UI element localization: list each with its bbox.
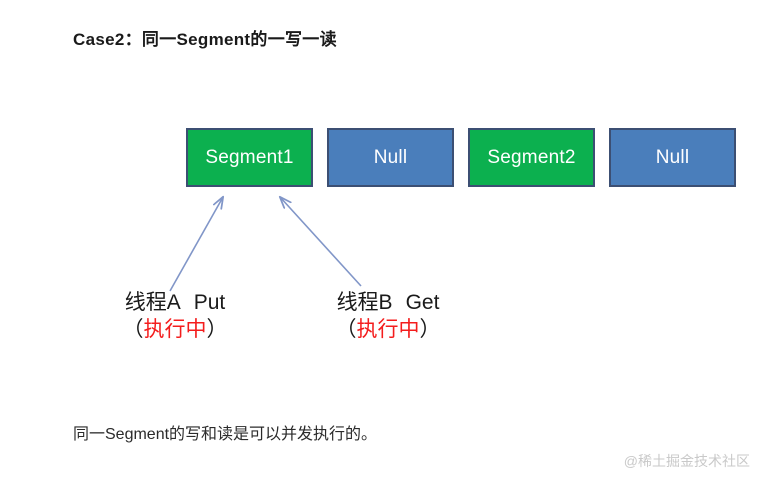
segment-box-3[interactable]: Segment2: [468, 128, 595, 187]
segment-box-2[interactable]: Null: [327, 128, 454, 187]
thread-a-operation: Put: [193, 291, 226, 314]
segment-box-1-label: Segment1: [205, 146, 294, 168]
page-title: Case2：同一Segment的一写一读: [73, 30, 337, 49]
thread-a-label: 线程A Put （执行中）: [95, 290, 255, 345]
segment-box-1[interactable]: Segment1: [186, 128, 313, 187]
segment-box-4-label: Null: [655, 146, 690, 168]
thread-b-label: 线程B Get （执行中）: [308, 290, 468, 345]
thread-b-state-line: （执行中）: [308, 316, 468, 344]
arrow-thread-b-to-segment1: [280, 197, 362, 287]
thread-a-paren-open: （: [122, 318, 144, 342]
watermark: @稀土掘金技术社区: [623, 453, 750, 469]
thread-b-state: 执行中: [356, 318, 420, 342]
thread-b-paren-open: （: [335, 318, 357, 342]
thread-b-name: 线程B: [336, 291, 393, 314]
thread-a-line: 线程A Put: [95, 290, 255, 316]
thread-b-paren-close: ）: [419, 318, 441, 342]
thread-b-operation: Get: [405, 291, 440, 314]
segment-array: Segment1 Null Segment2 Null: [186, 128, 736, 187]
thread-a-state-line: （执行中）: [95, 316, 255, 344]
segment-box-3-label: Segment2: [487, 146, 576, 168]
caption-text: 同一Segment的写和读是可以并发执行的。: [73, 426, 378, 443]
segment-box-2-label: Null: [373, 146, 408, 168]
thread-a-paren-close: ）: [206, 318, 228, 342]
thread-b-line: 线程B Get: [308, 290, 468, 316]
thread-a-name: 线程A: [124, 291, 181, 314]
segment-box-4[interactable]: Null: [609, 128, 736, 187]
arrow-thread-a-to-segment1: [169, 197, 223, 292]
thread-a-state: 执行中: [143, 318, 207, 342]
